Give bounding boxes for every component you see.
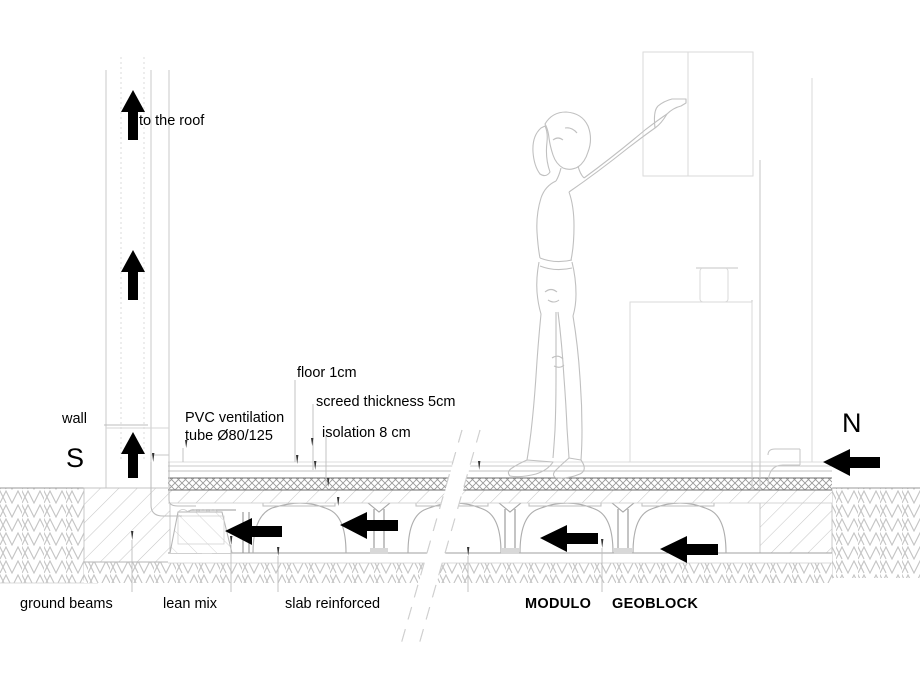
pvc-ventilation-tube-left bbox=[150, 462, 196, 517]
isolation-layer bbox=[168, 477, 832, 491]
kitchen-furniture-outline bbox=[628, 51, 813, 463]
section-break-line-repeat bbox=[399, 429, 481, 649]
right-wall-and-intake bbox=[751, 160, 801, 490]
lean-mix-wedge bbox=[169, 509, 233, 554]
subgrade-earth-band bbox=[84, 561, 832, 583]
label-isolation-thickness: isolation 8 cm bbox=[322, 425, 411, 441]
airflow-up-arrows[interactable] bbox=[121, 90, 145, 478]
label-geoblock: GEOBLOCK bbox=[612, 596, 699, 612]
bottom-leader-lines bbox=[131, 540, 603, 592]
label-to-the-roof: to the roof bbox=[139, 113, 205, 129]
label-floor-thickness: floor 1cm bbox=[297, 365, 357, 381]
screed-and-floor-finish bbox=[168, 461, 832, 472]
slab-reinforced bbox=[168, 552, 832, 564]
label-pvc-tube-line1: PVC ventilation bbox=[185, 410, 285, 426]
label-wall: wall bbox=[62, 411, 87, 427]
label-pvc-tube-line2: tube Ø80/125 bbox=[185, 428, 273, 444]
label-slab-reinforced: slab reinforced bbox=[285, 596, 381, 612]
label-lean-mix: lean mix bbox=[163, 596, 217, 612]
label-screed-thickness: screed thickness 5cm bbox=[316, 394, 456, 410]
air-intake-arrow[interactable] bbox=[823, 449, 880, 476]
standing-person-figure bbox=[507, 98, 687, 479]
left-wall-and-riser bbox=[105, 57, 170, 488]
label-compass-north: N bbox=[842, 408, 862, 438]
label-modulo: MODULO bbox=[525, 596, 592, 612]
airflow-left-arrows[interactable] bbox=[225, 512, 718, 563]
break-mask bbox=[400, 432, 480, 648]
dimension-ticks bbox=[131, 438, 604, 556]
label-ground-beams: ground beams bbox=[20, 596, 113, 612]
label-compass-south: S bbox=[66, 443, 85, 473]
callout-leader-lines bbox=[104, 380, 327, 488]
structural-screed-over-domes bbox=[168, 489, 832, 504]
earth-mass-left bbox=[0, 487, 98, 584]
